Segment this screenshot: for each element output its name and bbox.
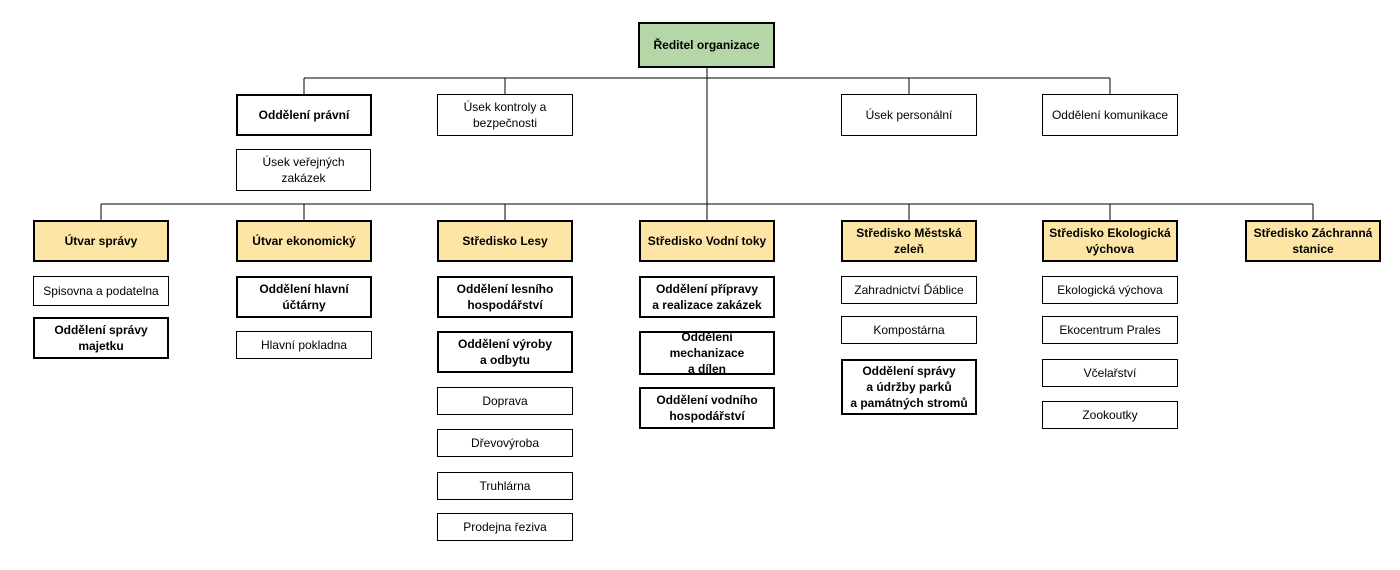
- unit-forest-management: Oddělení lesního hospodářství: [437, 276, 573, 318]
- unit-contract-preparation: Oddělení přípravy a realizace zakázek: [639, 276, 775, 318]
- center-waterways: Středisko Vodní toky: [639, 220, 775, 262]
- unit-ecological-education: Ekologická výchova: [1042, 276, 1178, 304]
- center-rescue-station: Středisko Záchranná stanice: [1245, 220, 1381, 262]
- staff-control-security: Úsek kontroly a bezpečnosti: [437, 94, 573, 136]
- staff-communication: Oddělení komunikace: [1042, 94, 1178, 136]
- center-economic: Útvar ekonomický: [236, 220, 372, 262]
- unit-transport: Doprava: [437, 387, 573, 415]
- director-node: Ředitel organizace: [638, 22, 775, 68]
- center-ecological-education: Středisko Ekologická výchova: [1042, 220, 1178, 262]
- staff-public-procurement: Úsek veřejných zakázek: [236, 149, 371, 191]
- unit-water-management: Oddělení vodního hospodářství: [639, 387, 775, 429]
- staff-personnel: Úsek personální: [841, 94, 977, 136]
- unit-dablice-nursery: Zahradnictví Ďáblice: [841, 276, 977, 304]
- center-urban-greenery: Středisko Městská zeleň: [841, 220, 977, 262]
- unit-parks-maintenance: Oddělení správy a údržby parků a památný…: [841, 359, 977, 415]
- unit-ecocentre-prales: Ekocentrum Prales: [1042, 316, 1178, 344]
- unit-timber-shop: Prodejna řeziva: [437, 513, 573, 541]
- unit-main-accounting: Oddělení hlavní účtárny: [236, 276, 372, 318]
- center-administration: Útvar správy: [33, 220, 169, 262]
- center-forests: Středisko Lesy: [437, 220, 573, 262]
- unit-joinery: Truhlárna: [437, 472, 573, 500]
- unit-beekeeping: Včelařství: [1042, 359, 1178, 387]
- unit-main-cashier: Hlavní pokladna: [236, 331, 372, 359]
- unit-registry: Spisovna a podatelna: [33, 276, 169, 306]
- staff-legal-department: Oddělení právní: [236, 94, 372, 136]
- unit-wood-production: Dřevovýroba: [437, 429, 573, 457]
- unit-property-management: Oddělení správy majetku: [33, 317, 169, 359]
- unit-mechanization-workshops: Oddělení mechanizace a dílen: [639, 330, 775, 376]
- unit-petting-zoos: Zookoutky: [1042, 401, 1178, 429]
- unit-composting: Kompostárna: [841, 316, 977, 344]
- unit-production-sales: Oddělení výroby a odbytu: [437, 331, 573, 373]
